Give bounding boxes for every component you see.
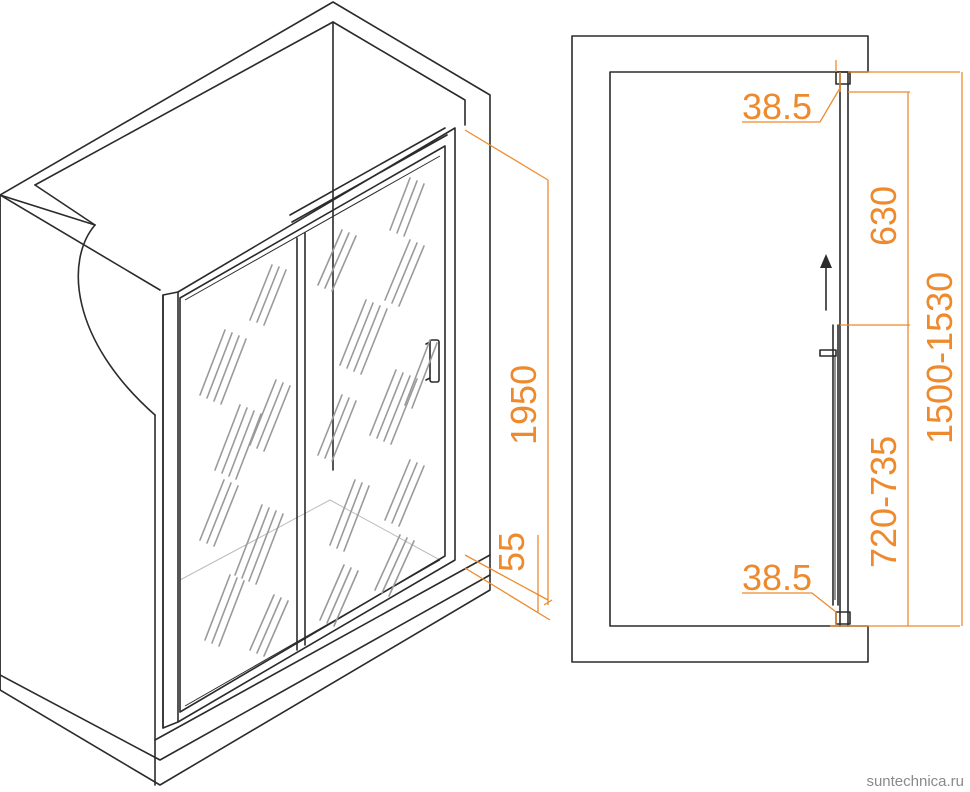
- dim-bottom-offset: 38.5: [742, 557, 812, 598]
- section-view: [571, 35, 963, 663]
- isometric-view: 1950 55: [0, 1, 553, 786]
- dim-upper-section: 630: [863, 186, 904, 246]
- dim-top-offset: 38.5: [742, 86, 812, 127]
- dim-lower-section: 720-735: [863, 436, 904, 568]
- watermark-text: suntechnica.ru: [866, 773, 964, 790]
- dim-bottom-gap: 55: [491, 532, 532, 572]
- glass-texture-right: [317, 177, 438, 627]
- dim-door-height: 1950: [503, 365, 544, 445]
- dim-total-range: 1500-1530: [919, 272, 960, 444]
- iso-dimensions: [464, 129, 553, 621]
- glass-texture-left: [199, 264, 291, 657]
